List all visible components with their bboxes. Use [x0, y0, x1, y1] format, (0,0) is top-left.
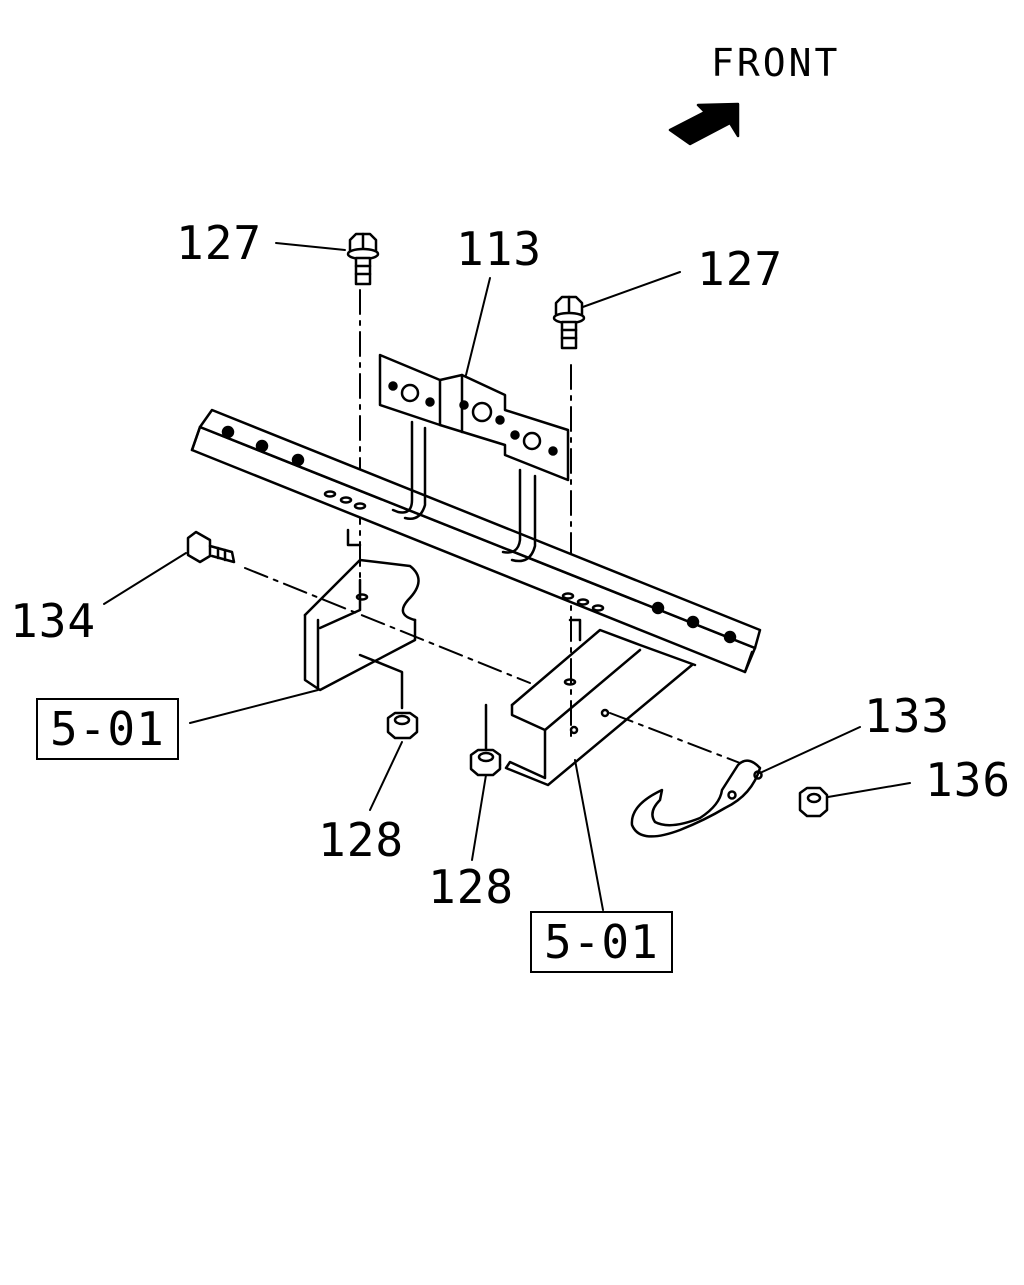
callout-128-right: 128: [428, 860, 515, 914]
callout-136: 136: [925, 753, 1012, 807]
callout-128-left: 128: [318, 813, 405, 867]
cross-channel: [190, 408, 762, 674]
reference-box-right: 5-01: [530, 911, 673, 973]
nut-icon: [469, 748, 502, 777]
frame-member-left: [303, 528, 420, 710]
bolt-icon: [552, 295, 586, 350]
front-label: FRONT: [711, 41, 841, 85]
callout-127-left: 127: [176, 216, 263, 270]
bolt-icon: [346, 232, 380, 286]
tow-hook-icon: [630, 759, 763, 838]
alignment-lines: [244, 289, 741, 764]
reference-box-left: 5-01: [36, 698, 179, 760]
leader-lines: [103, 242, 911, 911]
nut-icon: [798, 786, 829, 818]
callout-133: 133: [864, 689, 951, 743]
front-arrow-icon: [668, 102, 740, 146]
callout-134: 134: [10, 594, 97, 648]
callout-113: 113: [456, 222, 543, 276]
frame-member-right: [484, 618, 697, 787]
mounting-bracket: [378, 353, 570, 563]
callout-127-right: 127: [697, 242, 784, 296]
nut-icon: [386, 711, 419, 740]
bolt-icon: [186, 530, 236, 564]
